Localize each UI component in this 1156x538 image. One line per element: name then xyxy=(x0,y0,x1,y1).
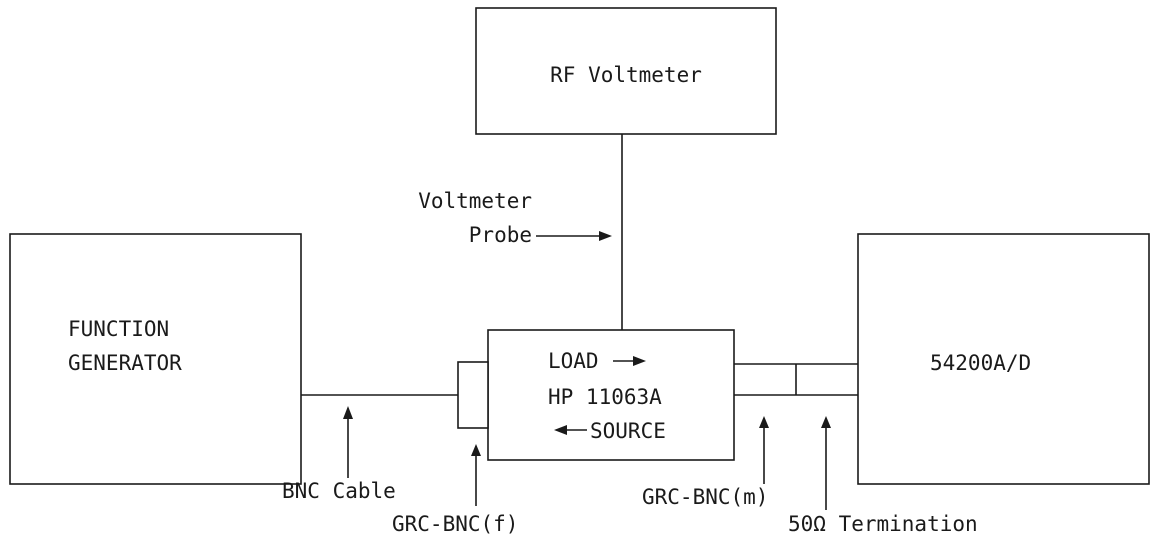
bnc-cable-label: BNC Cable xyxy=(282,479,396,503)
adapter-load-label: LOAD xyxy=(548,349,599,373)
voltmeter-probe-pointer xyxy=(536,231,612,241)
hp-11063a-adapter-box xyxy=(487,329,735,461)
rf-voltmeter-label: RF Voltmeter xyxy=(550,63,702,87)
grc-bnc-m-pointer xyxy=(759,416,769,484)
voltmeter-probe-label-line2: Probe xyxy=(469,223,532,247)
adapter-source-label: SOURCE xyxy=(590,419,666,443)
grc-bnc-f-pointer xyxy=(471,444,481,506)
grc-bnc-f-label: GRC-BNC(f) xyxy=(392,512,518,536)
termination-label: 50Ω Termination xyxy=(788,512,978,536)
function-generator-box xyxy=(9,233,302,485)
grc-bnc-m-label: GRC-BNC(m) xyxy=(642,485,768,509)
adapter-model-label: HP 11063A xyxy=(548,385,662,409)
source-arrow-icon xyxy=(554,425,587,435)
function-generator-label-line2: GENERATOR xyxy=(68,351,182,375)
grc-bnc-f-connector xyxy=(457,361,489,429)
function-generator-label-line1: FUNCTION xyxy=(68,317,169,341)
bnc-cable-pointer xyxy=(343,406,353,478)
oscilloscope-box xyxy=(857,233,1150,485)
rf-voltmeter-box xyxy=(475,7,777,135)
voltmeter-probe-label-line1: Voltmeter xyxy=(418,189,532,213)
termination-pointer xyxy=(821,416,831,510)
oscilloscope-label: 54200A/D xyxy=(930,351,1031,375)
load-arrow-icon xyxy=(613,356,646,366)
